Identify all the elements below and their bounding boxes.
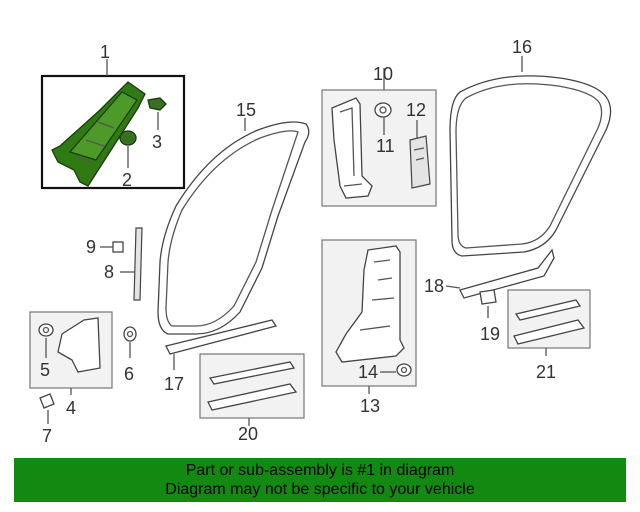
banner-line-2: Diagram may not be specific to your vehi… <box>165 481 475 498</box>
rear-door-weatherstrip-inner <box>455 83 603 249</box>
cowl-side-trim[interactable] <box>57 317 101 373</box>
parts-diagram: 1 2 3 15 16 10 11 12 9 8 5 4 <box>29 37 612 446</box>
callout-5: 5 <box>40 360 50 380</box>
callout-11: 11 <box>376 136 395 156</box>
callout-7: 7 <box>42 426 52 446</box>
front-door-weatherstrip-inner <box>165 130 299 327</box>
a-pillar-trim-face <box>68 91 138 161</box>
rear-door-weatherstrip[interactable] <box>449 75 612 257</box>
part-11-clip-icon[interactable] <box>374 102 392 118</box>
callout-4: 4 <box>66 398 76 418</box>
rear-scuff-upper[interactable] <box>514 299 582 321</box>
banner-line-1: Part or sub-assembly is #1 in diagram <box>185 462 455 479</box>
rear-scuff-lower[interactable] <box>513 319 586 345</box>
callout-10: 10 <box>373 64 393 84</box>
part-19-clip[interactable] <box>479 289 497 305</box>
part-6-clip-icon[interactable] <box>123 326 137 342</box>
part-7-clip[interactable] <box>39 393 55 409</box>
b-pillar-upper-trim[interactable] <box>331 97 373 199</box>
callout-19: 19 <box>480 324 500 344</box>
front-scuff-plate[interactable] <box>165 319 278 355</box>
part-5-clip-icon[interactable] <box>38 323 54 337</box>
callout-2: 2 <box>122 170 132 190</box>
part-12-seatbelt-guide[interactable] <box>409 135 431 189</box>
callout-9: 9 <box>86 237 96 257</box>
part-8-garnish[interactable] <box>133 227 143 301</box>
callout-18: 18 <box>424 276 444 296</box>
callout-21: 21 <box>536 362 556 382</box>
callout-13: 13 <box>360 396 380 416</box>
callout-17: 17 <box>164 374 184 394</box>
part-2-clip-icon[interactable] <box>119 130 137 146</box>
part-12-detail <box>413 147 425 161</box>
callout-6: 6 <box>124 364 134 384</box>
part-9-clip-icon[interactable] <box>112 241 124 253</box>
callout-1: 1 <box>100 42 110 62</box>
part-3-clip-icon[interactable] <box>147 97 167 111</box>
callout-12: 12 <box>406 100 426 120</box>
callout-16: 16 <box>512 37 532 57</box>
part-1-group[interactable] <box>40 59 186 190</box>
callout-15: 15 <box>236 100 256 120</box>
part-14-clip-icon[interactable] <box>396 363 412 377</box>
rear-scuff-plate[interactable] <box>459 248 555 299</box>
front-door-weatherstrip[interactable] <box>157 121 310 335</box>
callout-3: 3 <box>152 132 162 152</box>
callout-14: 14 <box>358 362 378 382</box>
a-pillar-detail <box>75 121 115 163</box>
callout-8: 8 <box>104 262 114 282</box>
b-pillar-upper-trim-detail <box>339 107 363 187</box>
front-scuff-lower[interactable] <box>207 383 298 411</box>
b-pillar-lower-detail <box>359 259 395 331</box>
callout-20: 20 <box>238 424 258 444</box>
front-scuff-upper[interactable] <box>208 361 296 385</box>
b-pillar-lower-trim[interactable] <box>335 245 405 363</box>
disclaimer-banner: Part or sub-assembly is #1 in diagram Di… <box>14 458 626 502</box>
